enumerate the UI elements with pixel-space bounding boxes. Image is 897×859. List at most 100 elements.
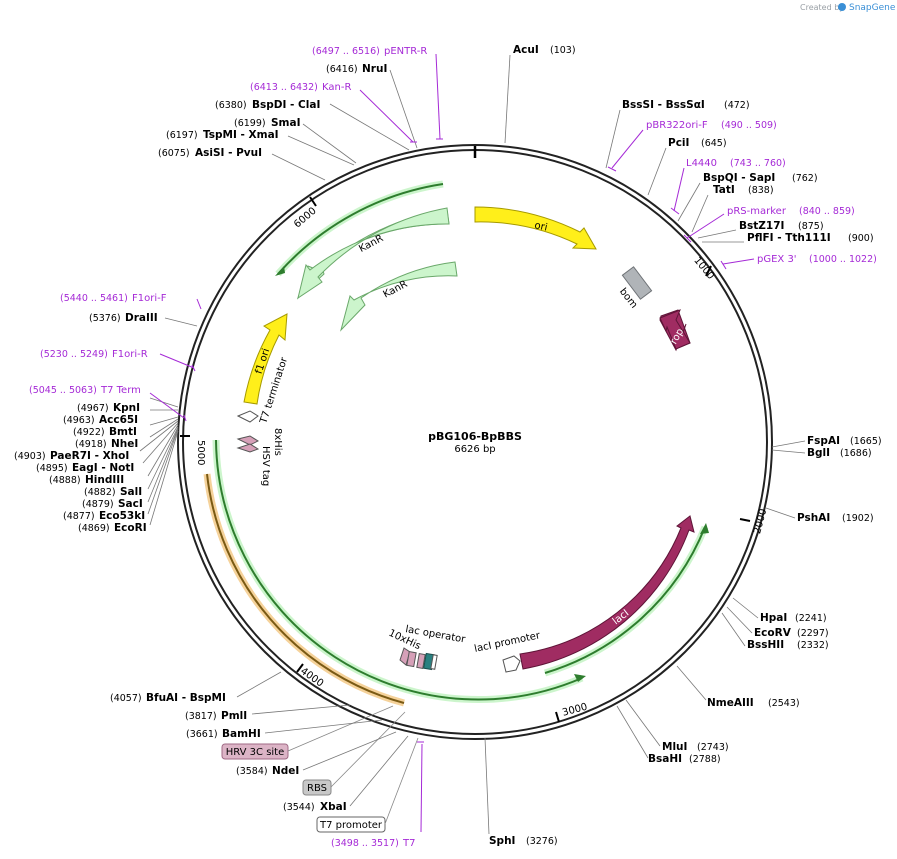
enzyme-pos: (1665) xyxy=(850,436,882,447)
enzyme-name: NmeAIII xyxy=(707,697,754,709)
enzyme-name: TspMI - XmaI xyxy=(203,129,279,141)
enzyme-name: MluI xyxy=(662,741,687,753)
enzyme-pos: (2543) xyxy=(768,698,800,709)
feature-laci-promoter-label: lacI promoter xyxy=(473,630,542,655)
enzyme-name: BsaHI xyxy=(648,753,682,765)
enzyme-name: BmtI xyxy=(109,426,137,438)
kanr-outer-arc xyxy=(275,180,444,277)
enzyme-name: TatI xyxy=(713,184,735,196)
boxed-t7-promoter-label: T7 promoter xyxy=(319,820,383,831)
enzyme-name: HindIII xyxy=(85,474,124,486)
enzyme-pos: (472) xyxy=(724,100,750,111)
enzyme-name: DraIII xyxy=(125,312,158,324)
enzyme-pos: (6075) xyxy=(158,148,190,159)
enzyme-name: FspAI xyxy=(807,435,840,447)
enzyme-pos: (4869) xyxy=(78,523,110,534)
enzyme-pos: (4877) xyxy=(63,511,95,522)
enzyme-name: PciI xyxy=(668,137,689,149)
primer-name: F1ori-R xyxy=(112,349,148,360)
primer-name: T7 Term xyxy=(100,385,141,396)
enzyme-pos: (900) xyxy=(848,233,874,244)
primer-pos: (5045 .. 5063) xyxy=(29,385,97,396)
orange-arc xyxy=(203,473,405,707)
enzyme-name: SacI xyxy=(118,498,143,510)
enzyme-pos: (4879) xyxy=(82,499,114,510)
enzyme-name: SalI xyxy=(120,486,142,498)
enzyme-pos: (2743) xyxy=(697,742,729,753)
enzyme-name: Acc65I xyxy=(99,414,138,426)
enzyme-labels-right: AcuI (103) BssSI - BssSαI (472) PciI (64… xyxy=(489,44,882,847)
enzyme-pos: (2332) xyxy=(797,640,829,651)
primer-pos: (490 .. 509) xyxy=(721,120,777,131)
enzyme-labels-left: (6416) NruI (6380) BspDI - ClaI (6199) S… xyxy=(14,63,387,813)
enzyme-pos: (3584) xyxy=(236,766,268,777)
primer-name: L4440 xyxy=(686,158,717,169)
primer-lines xyxy=(149,53,755,833)
primer-pos: (1000 .. 1022) xyxy=(809,254,877,265)
enzyme-name: NheI xyxy=(111,438,138,450)
enzyme-name: EagI - NotI xyxy=(72,462,134,474)
enzyme-pos: (4888) xyxy=(49,475,81,486)
enzyme-name: KpnI xyxy=(113,402,140,414)
feature-cluster-bottom: lac operator 10xHis xyxy=(387,624,467,671)
enzyme-lines-left xyxy=(139,69,418,807)
enzyme-name: PflFI - Tth111I xyxy=(747,232,831,244)
boxed-hrv3c-label: HRV 3C site xyxy=(226,747,285,758)
tick-6000: 6000 xyxy=(292,206,319,231)
enzyme-pos: (2788) xyxy=(689,754,721,765)
enzyme-pos: (645) xyxy=(701,138,727,149)
enzyme-name: BamHI xyxy=(222,728,261,740)
enzyme-pos: (3817) xyxy=(185,711,217,722)
enzyme-pos: (762) xyxy=(792,173,818,184)
enzyme-pos: (6380) xyxy=(215,100,247,111)
enzyme-name: PaeR7I - XhoI xyxy=(50,450,129,462)
enzyme-pos: (4895) xyxy=(36,463,68,474)
enzyme-name: SmaI xyxy=(271,117,301,129)
enzyme-name: AcuI xyxy=(513,44,539,56)
tick-2000: 2000 xyxy=(752,508,769,535)
feature-f1ori-label: f1 ori xyxy=(254,347,273,375)
feature-ori-label: ori xyxy=(533,220,548,233)
primer-pos: (840 .. 859) xyxy=(799,206,855,217)
enzyme-name: BglI xyxy=(807,447,830,459)
enzyme-pos: (4903) xyxy=(14,451,46,462)
enzyme-pos: (4057) xyxy=(110,693,142,704)
enzyme-name: PshAI xyxy=(797,512,830,524)
enzyme-name: BssHII xyxy=(747,639,784,651)
primer-labels: (6497 .. 6516) pENTR-R (6413 .. 6432) Ka… xyxy=(29,46,877,849)
enzyme-name: EcoRV xyxy=(754,627,792,639)
enzyme-pos: (875) xyxy=(798,221,824,232)
enzyme-pos: (3661) xyxy=(186,729,218,740)
enzyme-name: Eco53kI xyxy=(99,510,145,522)
plasmid-name: pBG106-BpBBS xyxy=(428,430,522,443)
feature-hsv-label: HSV tag xyxy=(260,446,271,486)
enzyme-pos: (6416) xyxy=(326,64,358,75)
primer-pos: (3498 .. 3517) xyxy=(331,838,399,849)
boxed-rbs-label: RBS xyxy=(307,783,327,794)
snapgene-logo-icon xyxy=(838,3,846,11)
enzyme-name: BspDI - ClaI xyxy=(252,99,320,111)
enzyme-name: AsiSI - PvuI xyxy=(195,147,262,159)
enzyme-name: NdeI xyxy=(272,765,299,777)
boxed-rbs: RBS xyxy=(302,711,406,796)
primer-name: pRS-marker xyxy=(727,206,787,217)
enzyme-name: BfuAI - BspMI xyxy=(146,692,226,704)
enzyme-lines-right xyxy=(484,54,806,835)
enzyme-pos: (4963) xyxy=(63,415,95,426)
enzyme-name: BstZ17I xyxy=(739,220,784,232)
enzyme-name: BspQI - SapI xyxy=(703,172,775,184)
tick-1000: 1000 xyxy=(691,255,716,282)
boxed-hrv3c: HRV 3C site xyxy=(221,705,394,760)
feature-rop: rop xyxy=(659,309,691,352)
tick-4000: 4000 xyxy=(298,666,325,690)
primer-name: pBR322ori-F xyxy=(646,120,708,131)
boxed-t7-promoter: T7 promoter xyxy=(316,737,419,833)
enzyme-pos: (103) xyxy=(550,45,576,56)
enzyme-name: BssSI - BssSαI xyxy=(622,99,705,111)
primer-name: pENTR-R xyxy=(384,46,427,57)
primer-pos: (5230 .. 5249) xyxy=(40,349,108,360)
feature-kanr-2: KanR xyxy=(340,261,458,332)
enzyme-pos: (6197) xyxy=(166,130,198,141)
primer-pos: (5440 .. 5461) xyxy=(60,293,128,304)
